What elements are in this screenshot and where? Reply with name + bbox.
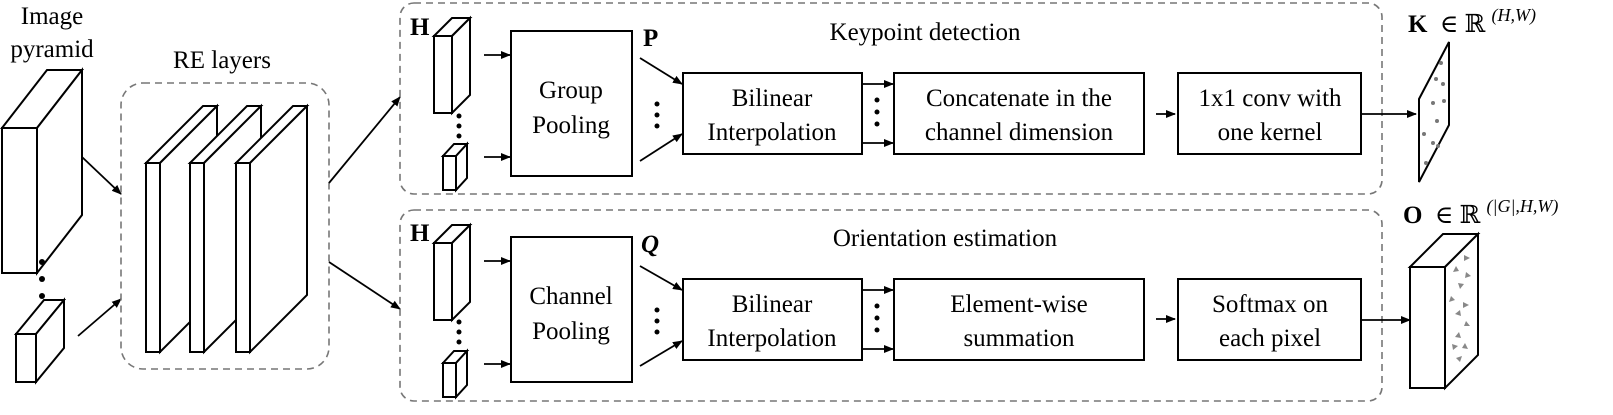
keypoint-branch-title: Keypoint detection <box>830 19 1021 46</box>
arrow-p-bottom-to-interp <box>639 133 683 162</box>
conv-1x1-box <box>1177 72 1362 155</box>
keypoint-interpolation-label-line2: Interpolation <box>707 119 837 146</box>
keypoint-pooled-symbol: P <box>643 25 658 52</box>
pyramid-large-image <box>0 67 85 276</box>
orientation-interp-dots <box>874 303 880 333</box>
orientation-pooled-dots <box>654 307 660 335</box>
keypoint-input-symbol: H <box>410 14 430 41</box>
orientation-feature-dots <box>456 319 462 345</box>
arrow-re-to-keypoint-branch <box>328 96 401 184</box>
softmax-label-line2: each pixel <box>1219 325 1321 352</box>
orientation-output-formula: O ∈ ℝ (|G|,H,W) <box>1403 196 1558 229</box>
concatenate-label-line1: Concatenate in the <box>926 85 1112 112</box>
orientation-feature-map-small <box>440 348 470 400</box>
arrow-q-top-to-interp <box>639 265 683 291</box>
arrow-pyramid-large-to-re <box>81 156 122 195</box>
softmax-label-line1: Softmax on <box>1212 291 1328 318</box>
keypoint-heatmap <box>1418 41 1450 183</box>
orientation-volume <box>1407 231 1481 391</box>
orientation-interpolation-box <box>682 278 863 361</box>
keypoint-interp-dots <box>874 97 880 127</box>
re-layers-label: RE layers <box>173 47 271 74</box>
keypoint-output-formula: K ∈ ℝ (H,W) <box>1408 5 1536 38</box>
group-pooling-box <box>510 30 633 177</box>
keypoint-branch-group <box>399 2 1383 195</box>
concatenate-box <box>893 72 1145 155</box>
keypoint-interpolation-label-line1: Bilinear <box>732 85 813 112</box>
image-pyramid-label-line1: Image <box>21 3 83 30</box>
orientation-feature-map-large <box>431 222 473 323</box>
group-pooling-label-line2: Pooling <box>532 112 610 139</box>
arrow-re-to-orientation-branch <box>328 261 401 310</box>
arrow-pyramid-small-to-re <box>77 298 122 337</box>
pyramid-small-image <box>13 297 67 385</box>
summation-label-line2: summation <box>963 325 1075 352</box>
keypoint-feature-map-large <box>431 15 473 116</box>
concatenate-label-line2: channel dimension <box>925 119 1114 146</box>
channel-pooling-box <box>510 236 633 383</box>
channel-pooling-label-line1: Channel <box>529 283 612 310</box>
keypoint-pooled-dots <box>654 101 660 129</box>
re-layers-group <box>120 82 330 370</box>
conv-1x1-label-line2: one kernel <box>1218 119 1323 146</box>
image-pyramid-label-line2: pyramid <box>10 36 94 63</box>
pyramid-dots <box>39 259 45 299</box>
orientation-input-symbol: H <box>410 220 430 247</box>
orientation-interpolation-label-line2: Interpolation <box>707 325 837 352</box>
keypoint-interpolation-box <box>682 72 863 155</box>
summation-box <box>893 278 1145 361</box>
re-layer-3 <box>233 103 310 355</box>
summation-label-line1: Element-wise <box>950 291 1087 318</box>
conv-1x1-label-line1: 1x1 conv with <box>1198 85 1342 112</box>
softmax-box <box>1177 278 1362 361</box>
channel-pooling-label-line2: Pooling <box>532 318 610 345</box>
orientation-branch-group <box>399 209 1383 402</box>
group-pooling-label-line1: Group <box>539 77 603 104</box>
orientation-branch-title: Orientation estimation <box>833 225 1058 252</box>
arrow-p-top-to-interp <box>639 57 683 85</box>
arrow-q-bottom-to-interp <box>639 340 683 367</box>
keypoint-feature-map-small <box>440 141 470 193</box>
keypoint-feature-dots <box>456 113 462 139</box>
orientation-pooled-symbol: Q <box>641 231 659 258</box>
orientation-interpolation-label-line1: Bilinear <box>732 291 813 318</box>
